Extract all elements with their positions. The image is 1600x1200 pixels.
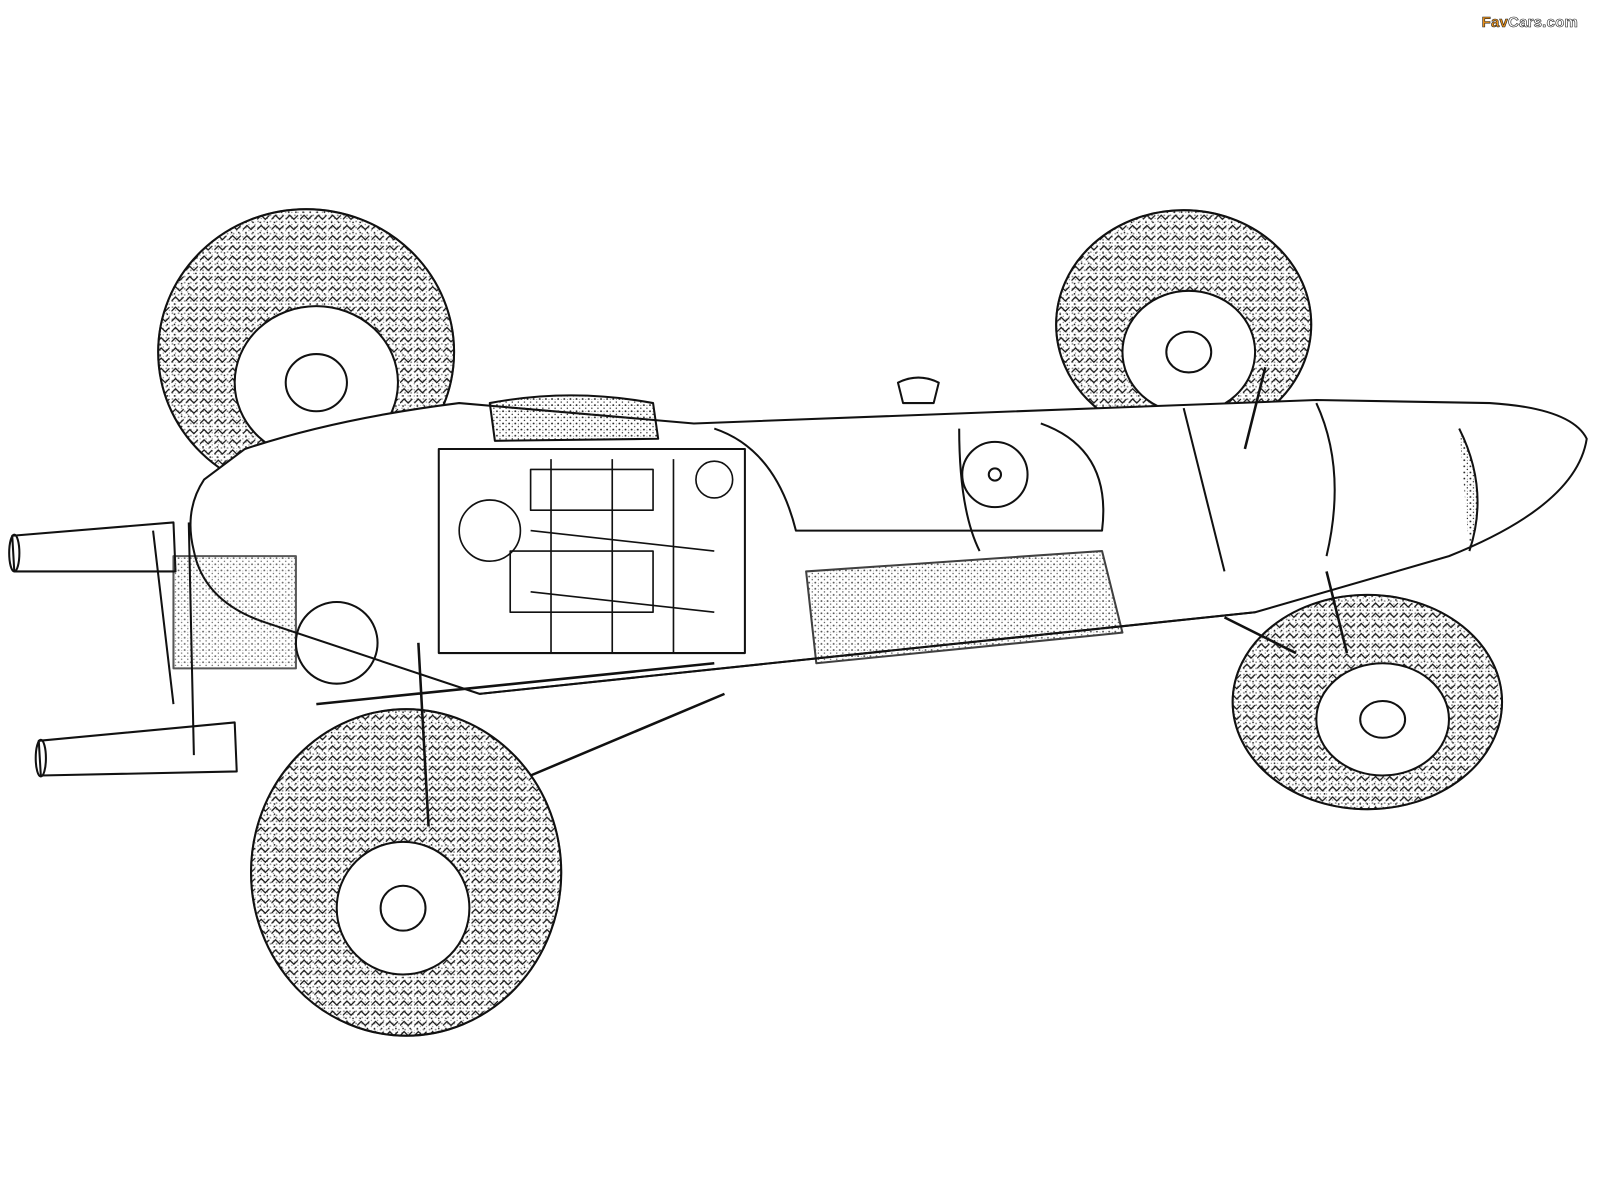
front-right-wheel: [1231, 593, 1504, 811]
watermark-rest: Cars.com: [1508, 14, 1578, 32]
exhaust-pipes: [8, 521, 238, 778]
watermark-logo: FavCars.com: [1481, 14, 1578, 32]
watermark-brand: Fav: [1481, 14, 1509, 32]
rear-right-wheel: [250, 708, 563, 1037]
engine-block: [152, 394, 746, 756]
front-left-wheel: [1055, 209, 1313, 440]
